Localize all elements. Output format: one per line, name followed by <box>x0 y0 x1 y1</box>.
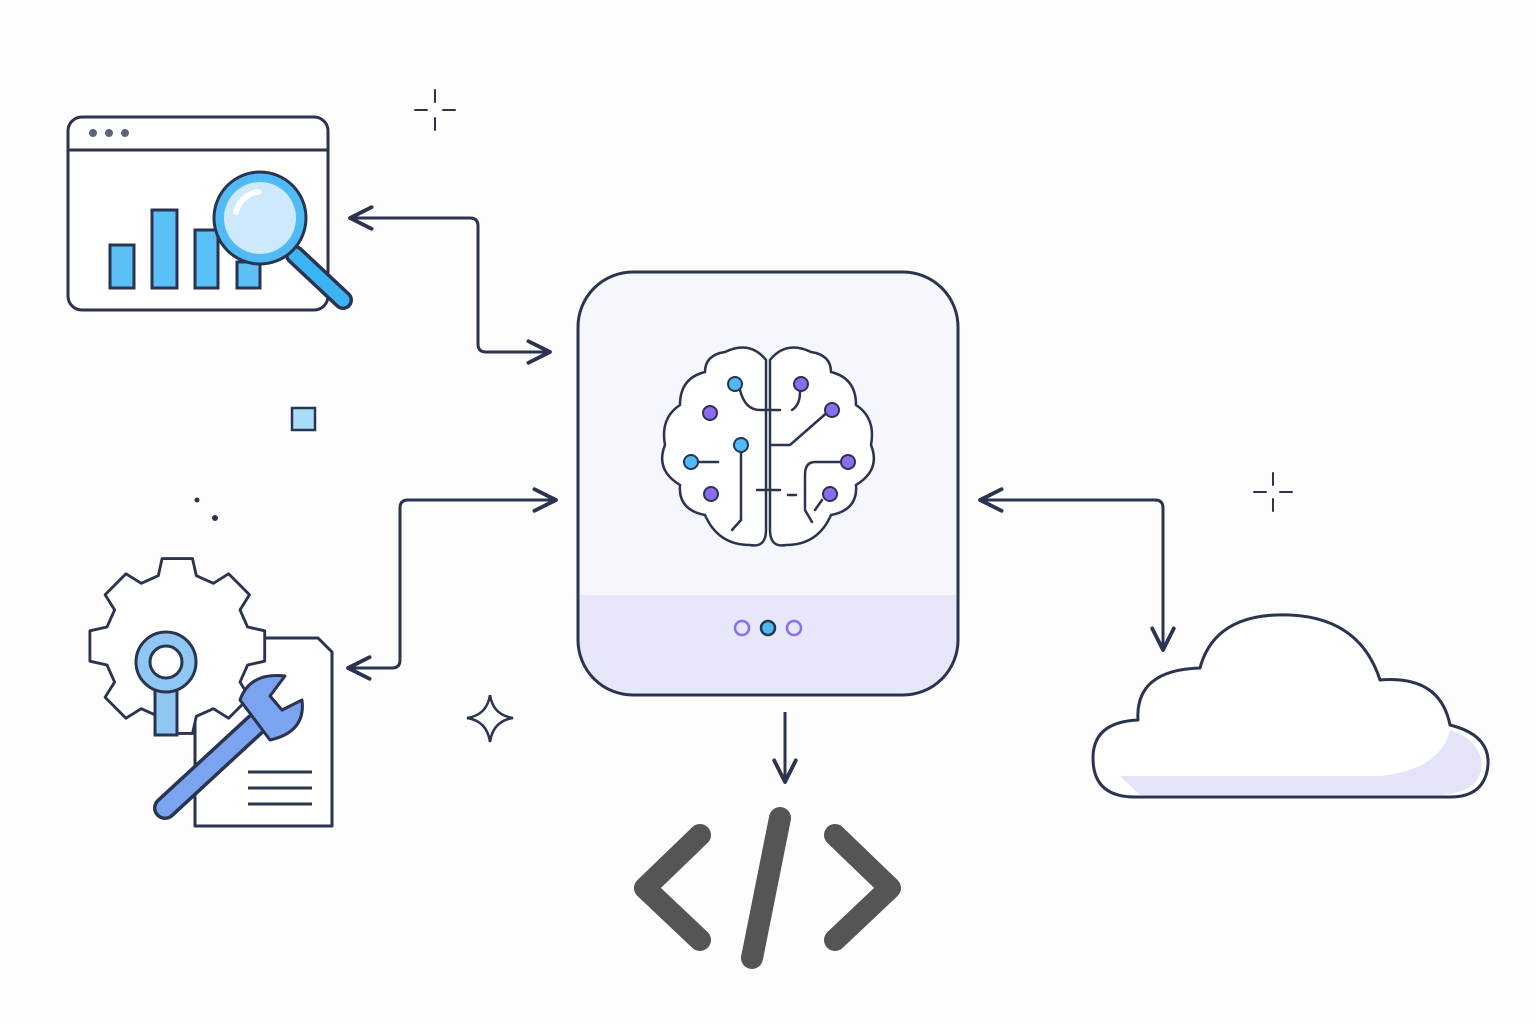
code-brackets-icon <box>634 807 901 969</box>
status-dots <box>733 619 803 637</box>
star-icon <box>466 694 514 743</box>
sparkle-icon <box>414 89 456 131</box>
ai-core-panel <box>576 270 960 697</box>
wrench-icon <box>153 674 304 820</box>
tools-icon <box>88 557 334 828</box>
brain-circuit-icon <box>660 346 876 547</box>
magnifier-icon <box>212 170 353 310</box>
arrow-analytics-core <box>348 205 552 365</box>
sparkle-decorations <box>194 89 1293 743</box>
bar-chart-icon <box>108 208 262 290</box>
sparkle-icon <box>1253 472 1293 512</box>
connectors <box>346 205 1176 784</box>
arrow-core-tools <box>346 487 558 681</box>
square-icon <box>290 406 317 432</box>
analytics-browser-icon <box>66 115 353 312</box>
gear-icon <box>88 557 267 737</box>
cloud-icon <box>1091 613 1490 799</box>
arrow-cloud-core <box>978 487 1176 652</box>
